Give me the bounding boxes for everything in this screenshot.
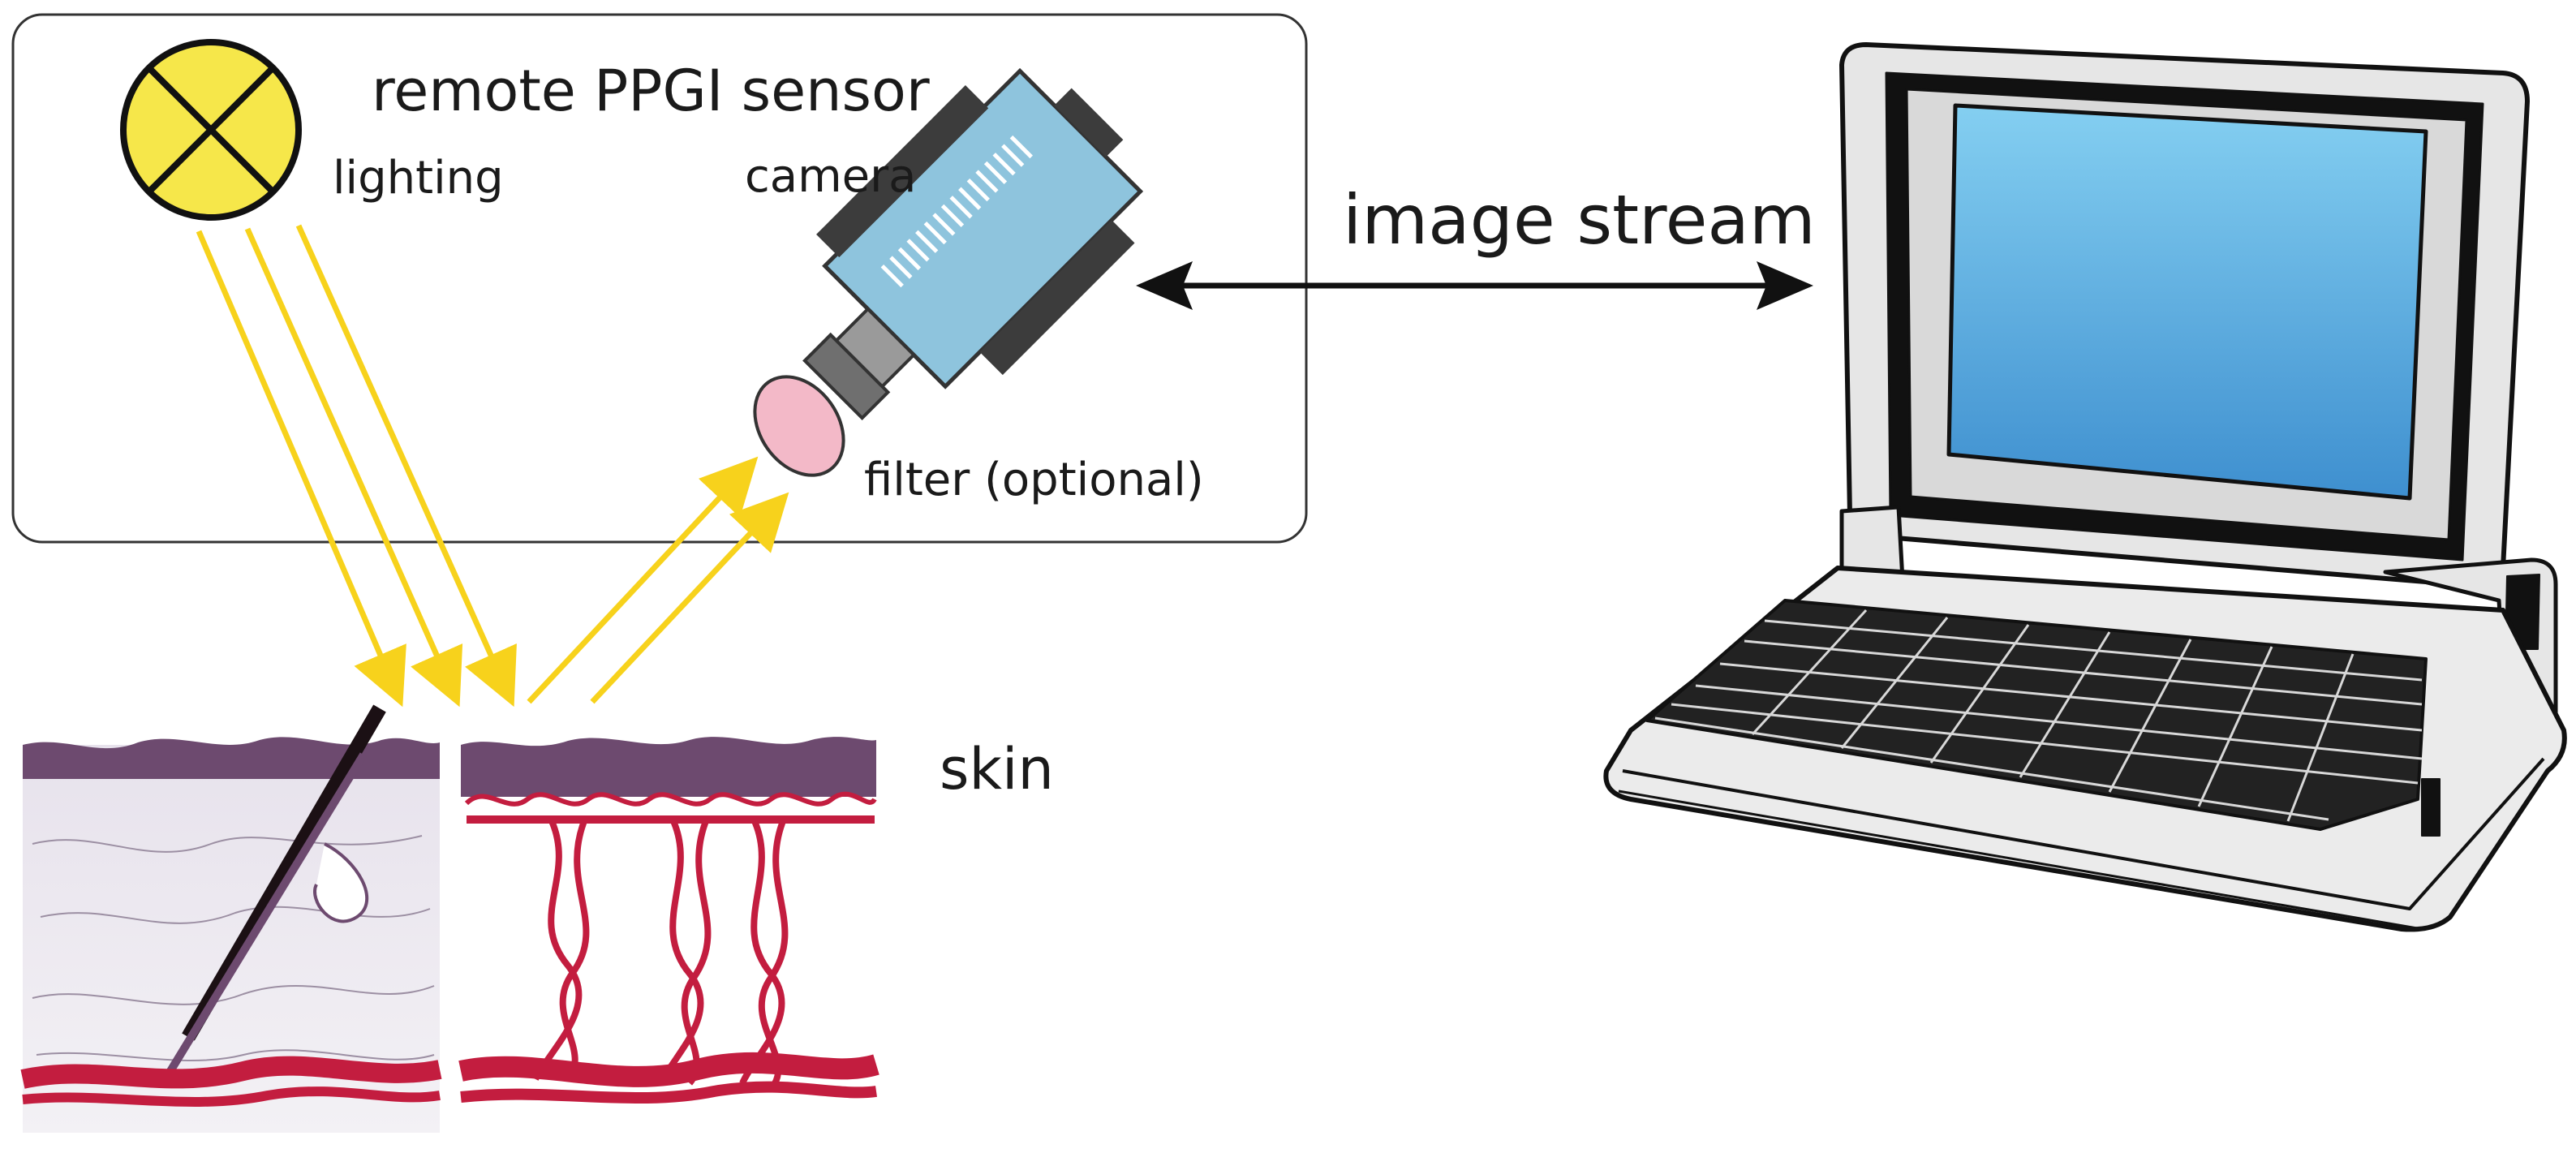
image-stream-label: image stream — [1343, 180, 1816, 260]
reflected-beam — [527, 456, 759, 704]
sensor-title: remote PPGI sensor — [372, 58, 930, 124]
laptop-icon — [1603, 42, 2567, 932]
lamp-icon — [120, 39, 302, 221]
light-beams — [196, 224, 789, 708]
laptop-screen — [1946, 103, 2428, 501]
camera-label: camera — [745, 150, 916, 203]
camera-icon — [802, 67, 1144, 420]
incident-beam — [244, 227, 463, 708]
keyboard — [1645, 599, 2428, 831]
skin-label: skin — [940, 736, 1054, 802]
reflected-beam — [590, 492, 789, 704]
incident-beam — [295, 224, 517, 708]
filter-icon — [753, 375, 845, 477]
incident-beam — [196, 230, 406, 708]
image-stream-arrow — [1136, 261, 1813, 310]
skin-cross-section — [20, 704, 879, 1133]
lighting-label: lighting — [333, 152, 504, 204]
filter-label: filter (optional) — [864, 454, 1204, 506]
